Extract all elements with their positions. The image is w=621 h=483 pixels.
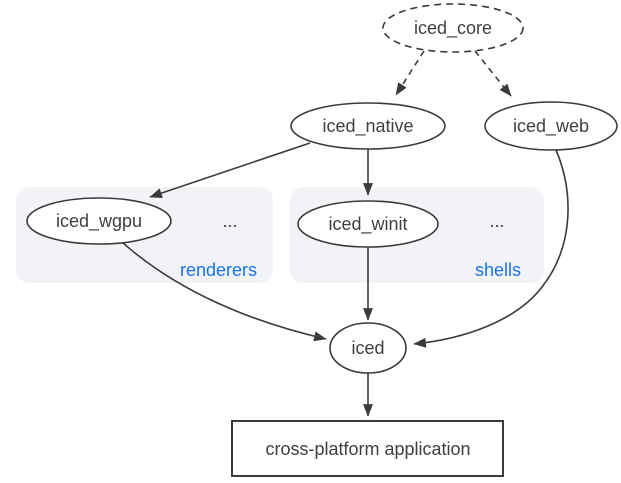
iced-web-label: iced_web xyxy=(513,116,589,137)
renderers-ellipsis: ... xyxy=(222,211,237,231)
iced-winit-label: iced_winit xyxy=(328,214,407,235)
iced-native-ellipse xyxy=(290,102,446,150)
edge-iced-core-to-iced-native xyxy=(395,50,425,96)
node-cross-platform-application: cross-platform application xyxy=(231,420,504,477)
iced-core-ellipse xyxy=(382,3,524,53)
edge-iced-native-to-iced-wgpu xyxy=(149,142,311,198)
iced-ellipse xyxy=(329,322,407,374)
iced-web-ellipse xyxy=(484,101,618,151)
node-iced-wgpu: iced_wgpu xyxy=(26,197,172,245)
node-iced-web: iced_web xyxy=(484,101,618,151)
edge-iced-core-to-iced-web xyxy=(474,50,512,97)
app-label: cross-platform application xyxy=(265,439,470,459)
node-iced-core: iced_core xyxy=(382,3,524,53)
iced-winit-ellipse xyxy=(297,200,439,248)
node-iced-native: iced_native xyxy=(290,102,446,150)
iced-wgpu-ellipse xyxy=(26,197,172,245)
iced-core-label: iced_core xyxy=(414,18,492,39)
node-iced-winit: iced_winit xyxy=(297,200,439,248)
edge-iced-web-to-iced xyxy=(413,149,569,348)
iced-wgpu-label: iced_wgpu xyxy=(56,211,142,232)
iced-label: iced xyxy=(351,338,384,358)
app-rect xyxy=(231,420,504,477)
shells-cluster-label: shells xyxy=(475,260,521,280)
renderers-cluster-label: renderers xyxy=(180,260,257,280)
iced-native-label: iced_native xyxy=(322,116,413,137)
edge-iced-wgpu-to-iced xyxy=(121,241,327,342)
shells-ellipsis: ... xyxy=(489,211,504,231)
node-iced: iced xyxy=(329,322,407,374)
